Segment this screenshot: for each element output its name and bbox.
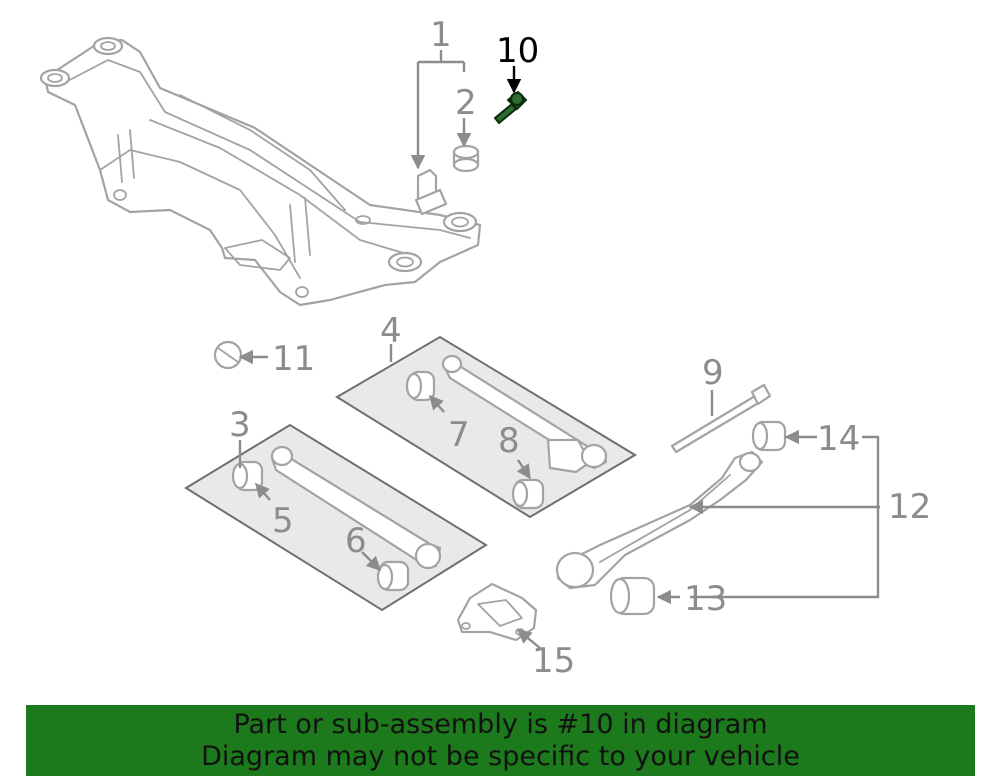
callout-2: 2 [455, 83, 477, 123]
callout-7: 7 [448, 415, 470, 455]
callout-13: 13 [684, 579, 727, 619]
part-6-bushing [376, 560, 410, 592]
callout-3: 3 [229, 405, 251, 445]
part-2-bushing [452, 144, 480, 173]
part-9-bolt [670, 383, 772, 454]
part-14-bushing [751, 420, 787, 452]
part-15-bracket [456, 582, 538, 642]
part-7-bushing [405, 370, 436, 402]
part-11-clip [213, 340, 243, 370]
callout-8: 8 [498, 421, 520, 461]
callout-10: 10 [496, 31, 539, 71]
part-12-trailing-arm [555, 450, 764, 590]
callout-4: 4 [380, 311, 402, 351]
callout-1: 1 [430, 15, 452, 55]
callouts: 1 2 10 11 4 3 7 8 5 6 9 14 12 13 15 [229, 15, 931, 681]
crossmember [39, 36, 482, 307]
banner-line-1: Part or sub-assembly is #10 in diagram [233, 709, 768, 740]
callout-12: 12 [888, 487, 931, 527]
part-8-bushing [511, 478, 545, 510]
callout-6: 6 [345, 521, 367, 561]
callout-15: 15 [532, 641, 575, 681]
panel-3 [184, 423, 488, 612]
part-10-bolt [493, 90, 528, 125]
callout-11: 11 [272, 339, 315, 379]
callout-14: 14 [817, 419, 860, 459]
parts-diagram: 1 2 10 11 4 3 7 8 5 6 9 14 12 13 15 [39, 15, 931, 681]
callout-9: 9 [702, 353, 724, 393]
info-banner: Part or sub-assembly is #10 in diagram D… [26, 705, 975, 776]
banner-line-2: Diagram may not be specific to your vehi… [201, 741, 800, 772]
part-13-bushing [609, 576, 656, 616]
callout-5: 5 [272, 501, 294, 541]
panel-4 [335, 335, 637, 519]
leader-lines [238, 50, 880, 649]
